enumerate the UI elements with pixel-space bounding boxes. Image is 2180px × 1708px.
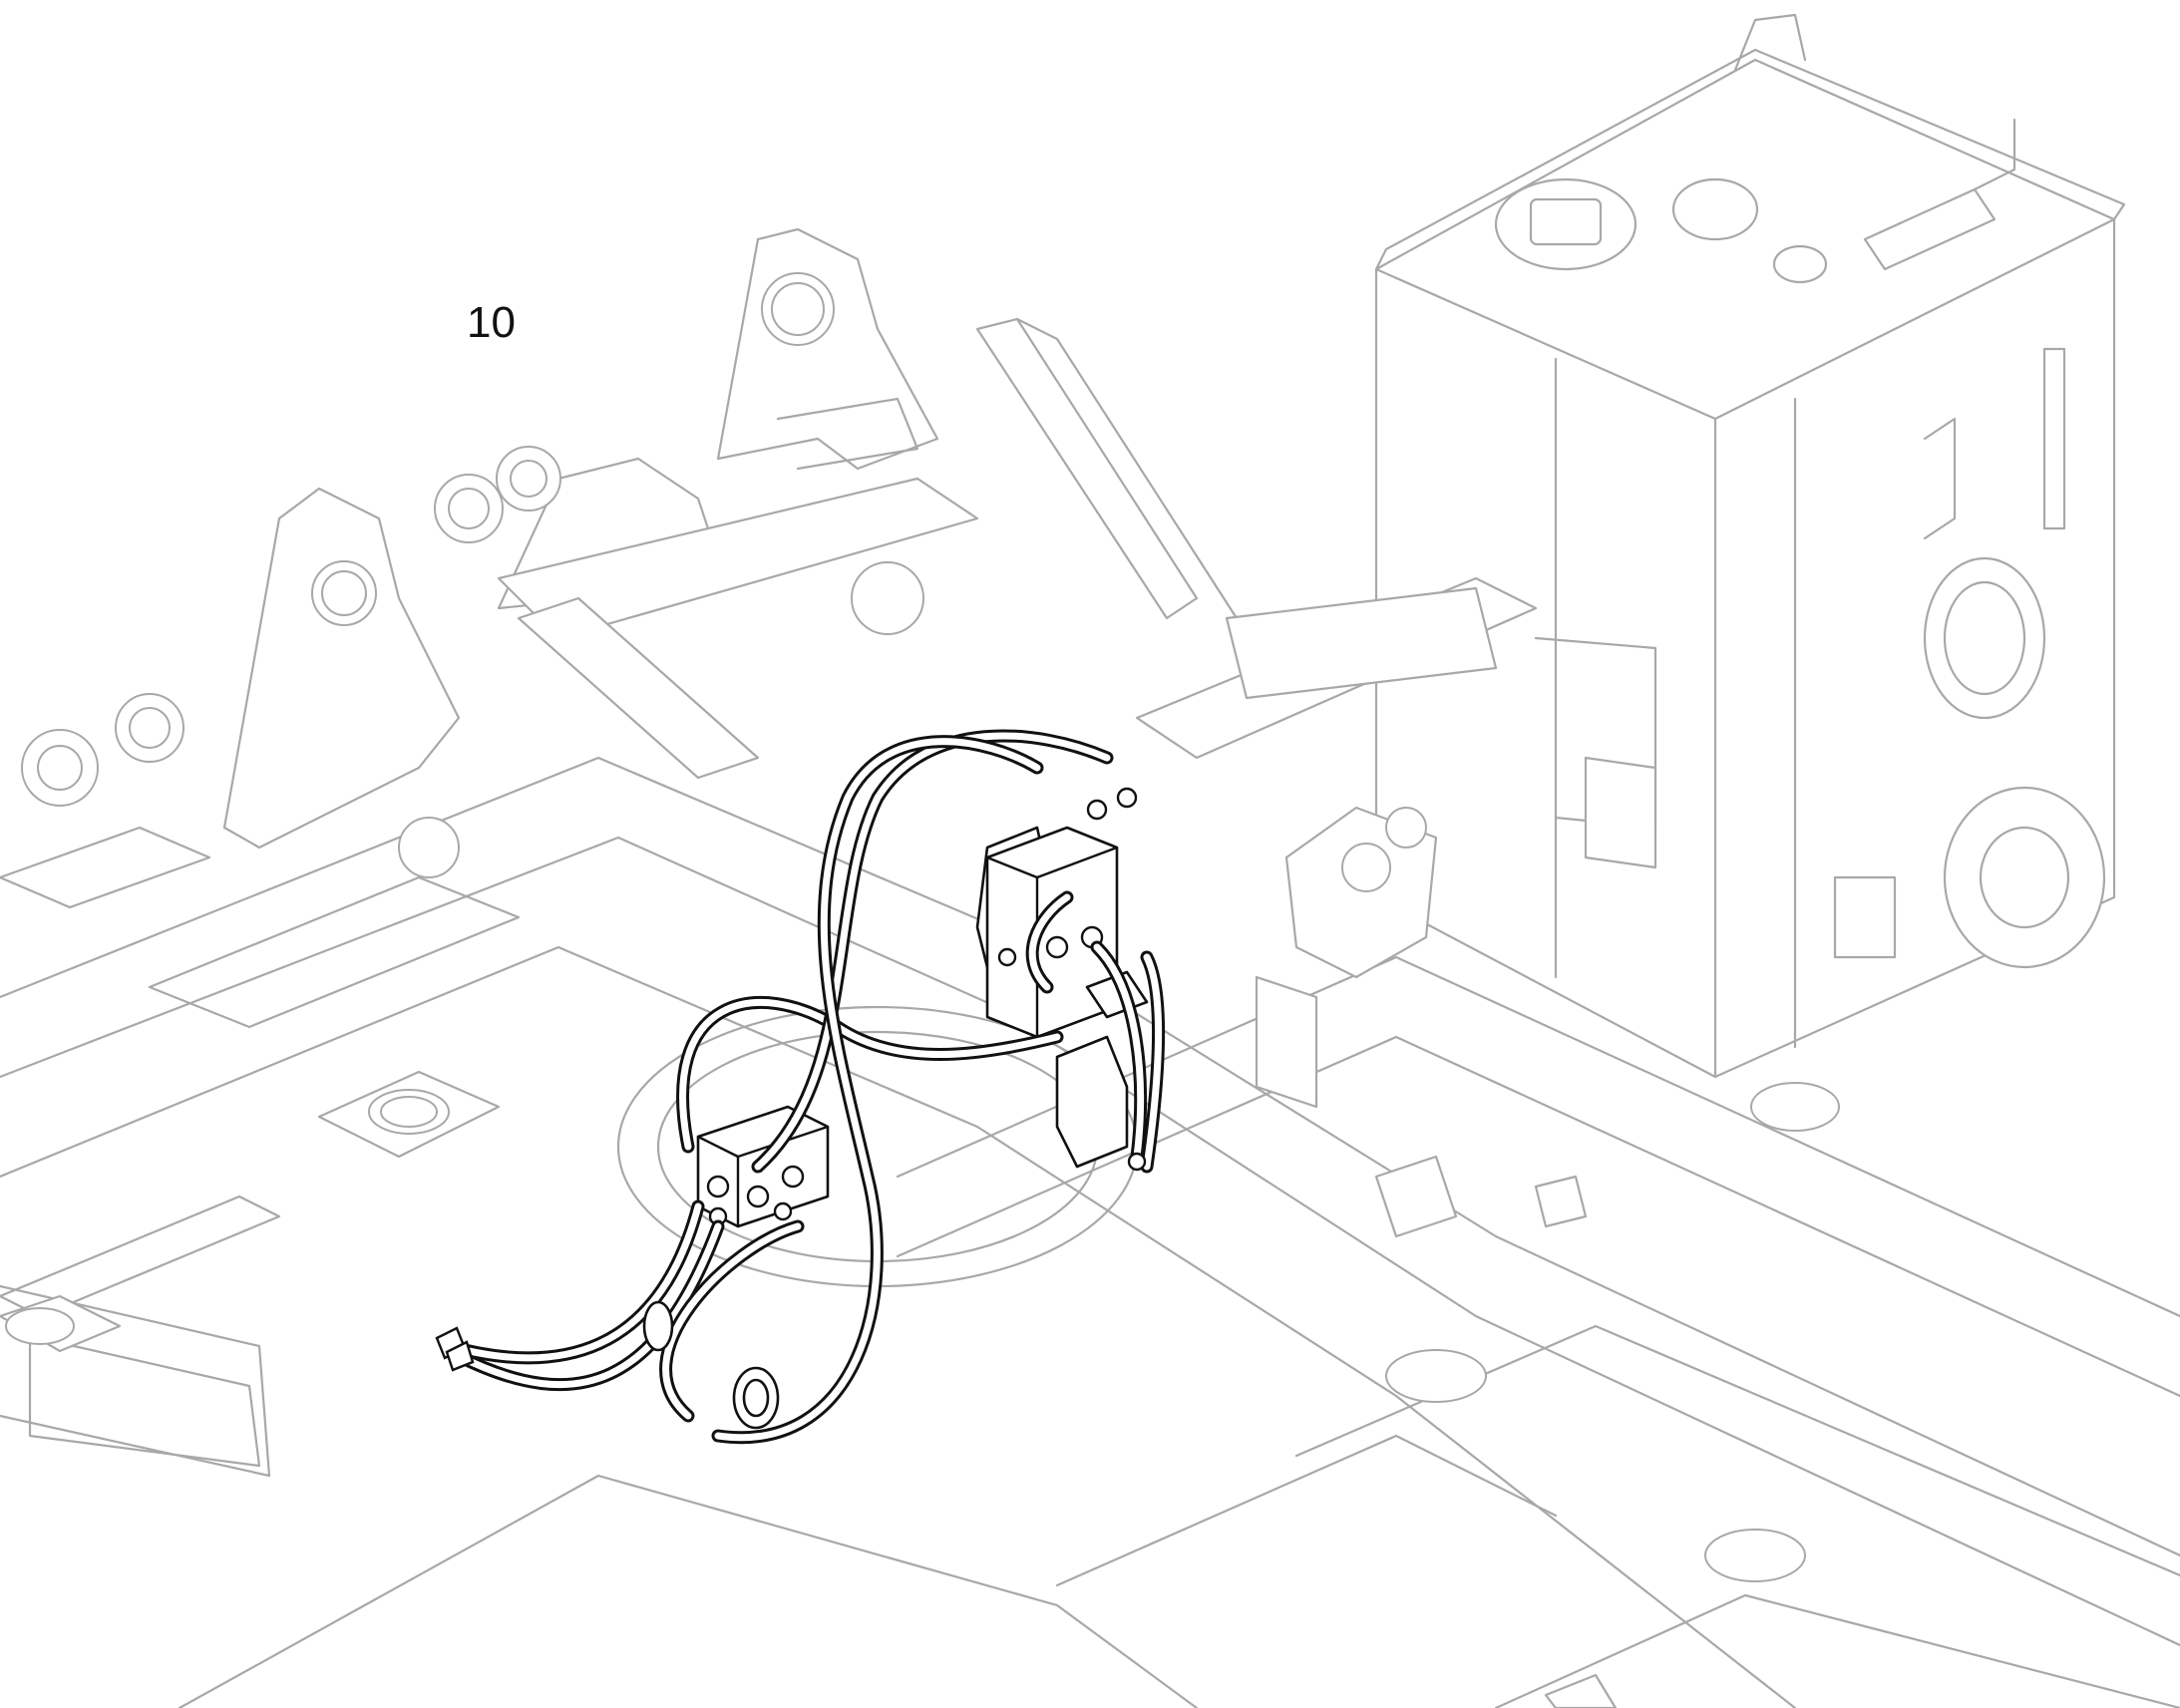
hydraulic-hose-icon [442, 729, 1166, 1445]
valve-block-icon [985, 826, 1149, 1169]
ghosted-machine-frame [0, 13, 2180, 1708]
item-callout-label: 10 [467, 298, 516, 347]
hydraulic-assembly [435, 729, 1166, 1445]
hose-clamp [642, 1300, 780, 1430]
hose-fitting-icon [435, 787, 1147, 1372]
